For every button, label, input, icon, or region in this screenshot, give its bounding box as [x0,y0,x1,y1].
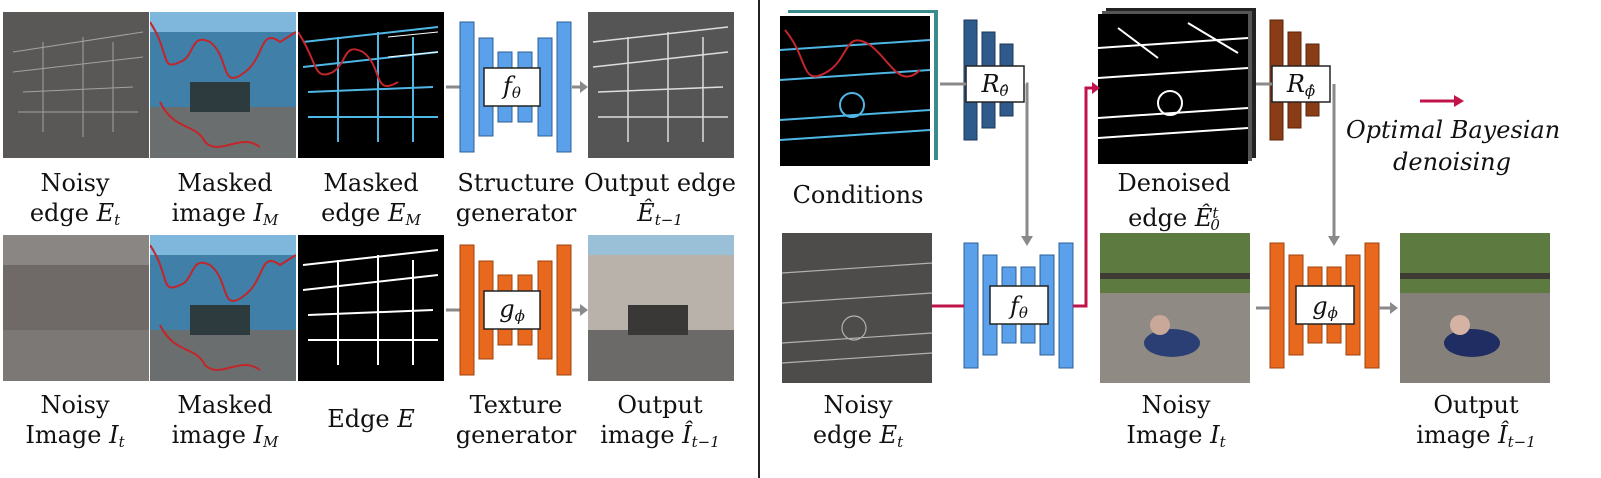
r-phi-label: Rϕ̂ [1286,70,1316,100]
left-network-svg [446,21,588,376]
g-phi-box-left [483,290,541,330]
label-conditions: Conditions [792,181,924,209]
denoised-edge-image [1098,8,1258,166]
conditions-image [780,10,940,166]
f-theta-box-left [483,67,541,107]
arrow-rphi-to-gphi [1328,236,1340,246]
arrow-gphi-to-output [1390,302,1398,314]
output-image-left [588,235,734,381]
output-edge-image [588,12,734,158]
noisy-image-bottom [3,235,149,381]
output-image-right [1400,233,1550,383]
masked-image-top [150,12,296,158]
noisy-edge-image-right [782,233,932,383]
red-output-arrow [1092,82,1100,94]
f-theta-label-right: fθ [1010,292,1028,322]
f-theta-label-left: fθ [503,72,521,102]
r-phi-box [1271,65,1331,103]
noisy-edge-image-top [3,12,149,158]
noisy-image-right [1100,233,1250,383]
f-theta-box-right [989,285,1049,325]
masked-image-bottom [150,235,296,381]
r-theta-label: Rθ̂ [981,70,1009,100]
arrow-out-top [580,81,588,93]
edge-image-bottom [298,235,444,381]
g-phi-label-left: gϕ [499,295,525,325]
legend-arrow [1420,95,1464,107]
label-edge-bottom: Edge E [327,405,415,433]
panel-divider [758,0,760,478]
masked-edge-image-top [298,12,444,158]
right-network-svg [932,19,1398,369]
g-phi-box-right [1295,285,1355,325]
arrow-out-bottom [580,304,588,316]
g-phi-label-right: gϕ [1312,292,1338,322]
arrow-rtheta-to-ftheta [1021,236,1033,246]
